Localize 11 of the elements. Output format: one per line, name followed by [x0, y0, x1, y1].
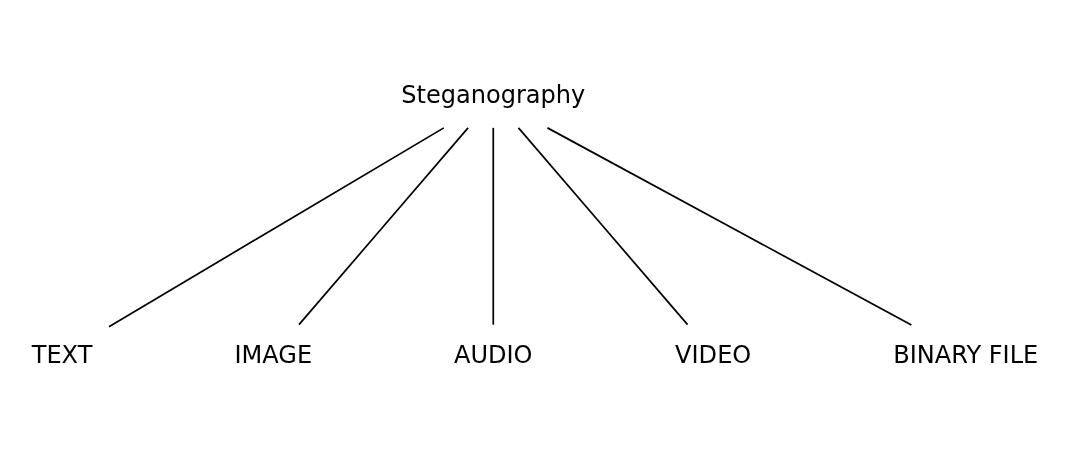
connector — [108, 127, 445, 328]
node-text: AUDIO — [453, 340, 533, 369]
connector — [492, 127, 495, 326]
connector — [546, 127, 913, 326]
node-text: IMAGE — [234, 340, 313, 369]
node-text: VIDEO — [675, 340, 752, 369]
connector — [517, 127, 689, 326]
node-text: BINARY FILE — [893, 340, 1039, 369]
connector — [298, 127, 469, 326]
node-text: Steganography — [401, 81, 586, 110]
node-text: TEXT — [31, 340, 93, 369]
